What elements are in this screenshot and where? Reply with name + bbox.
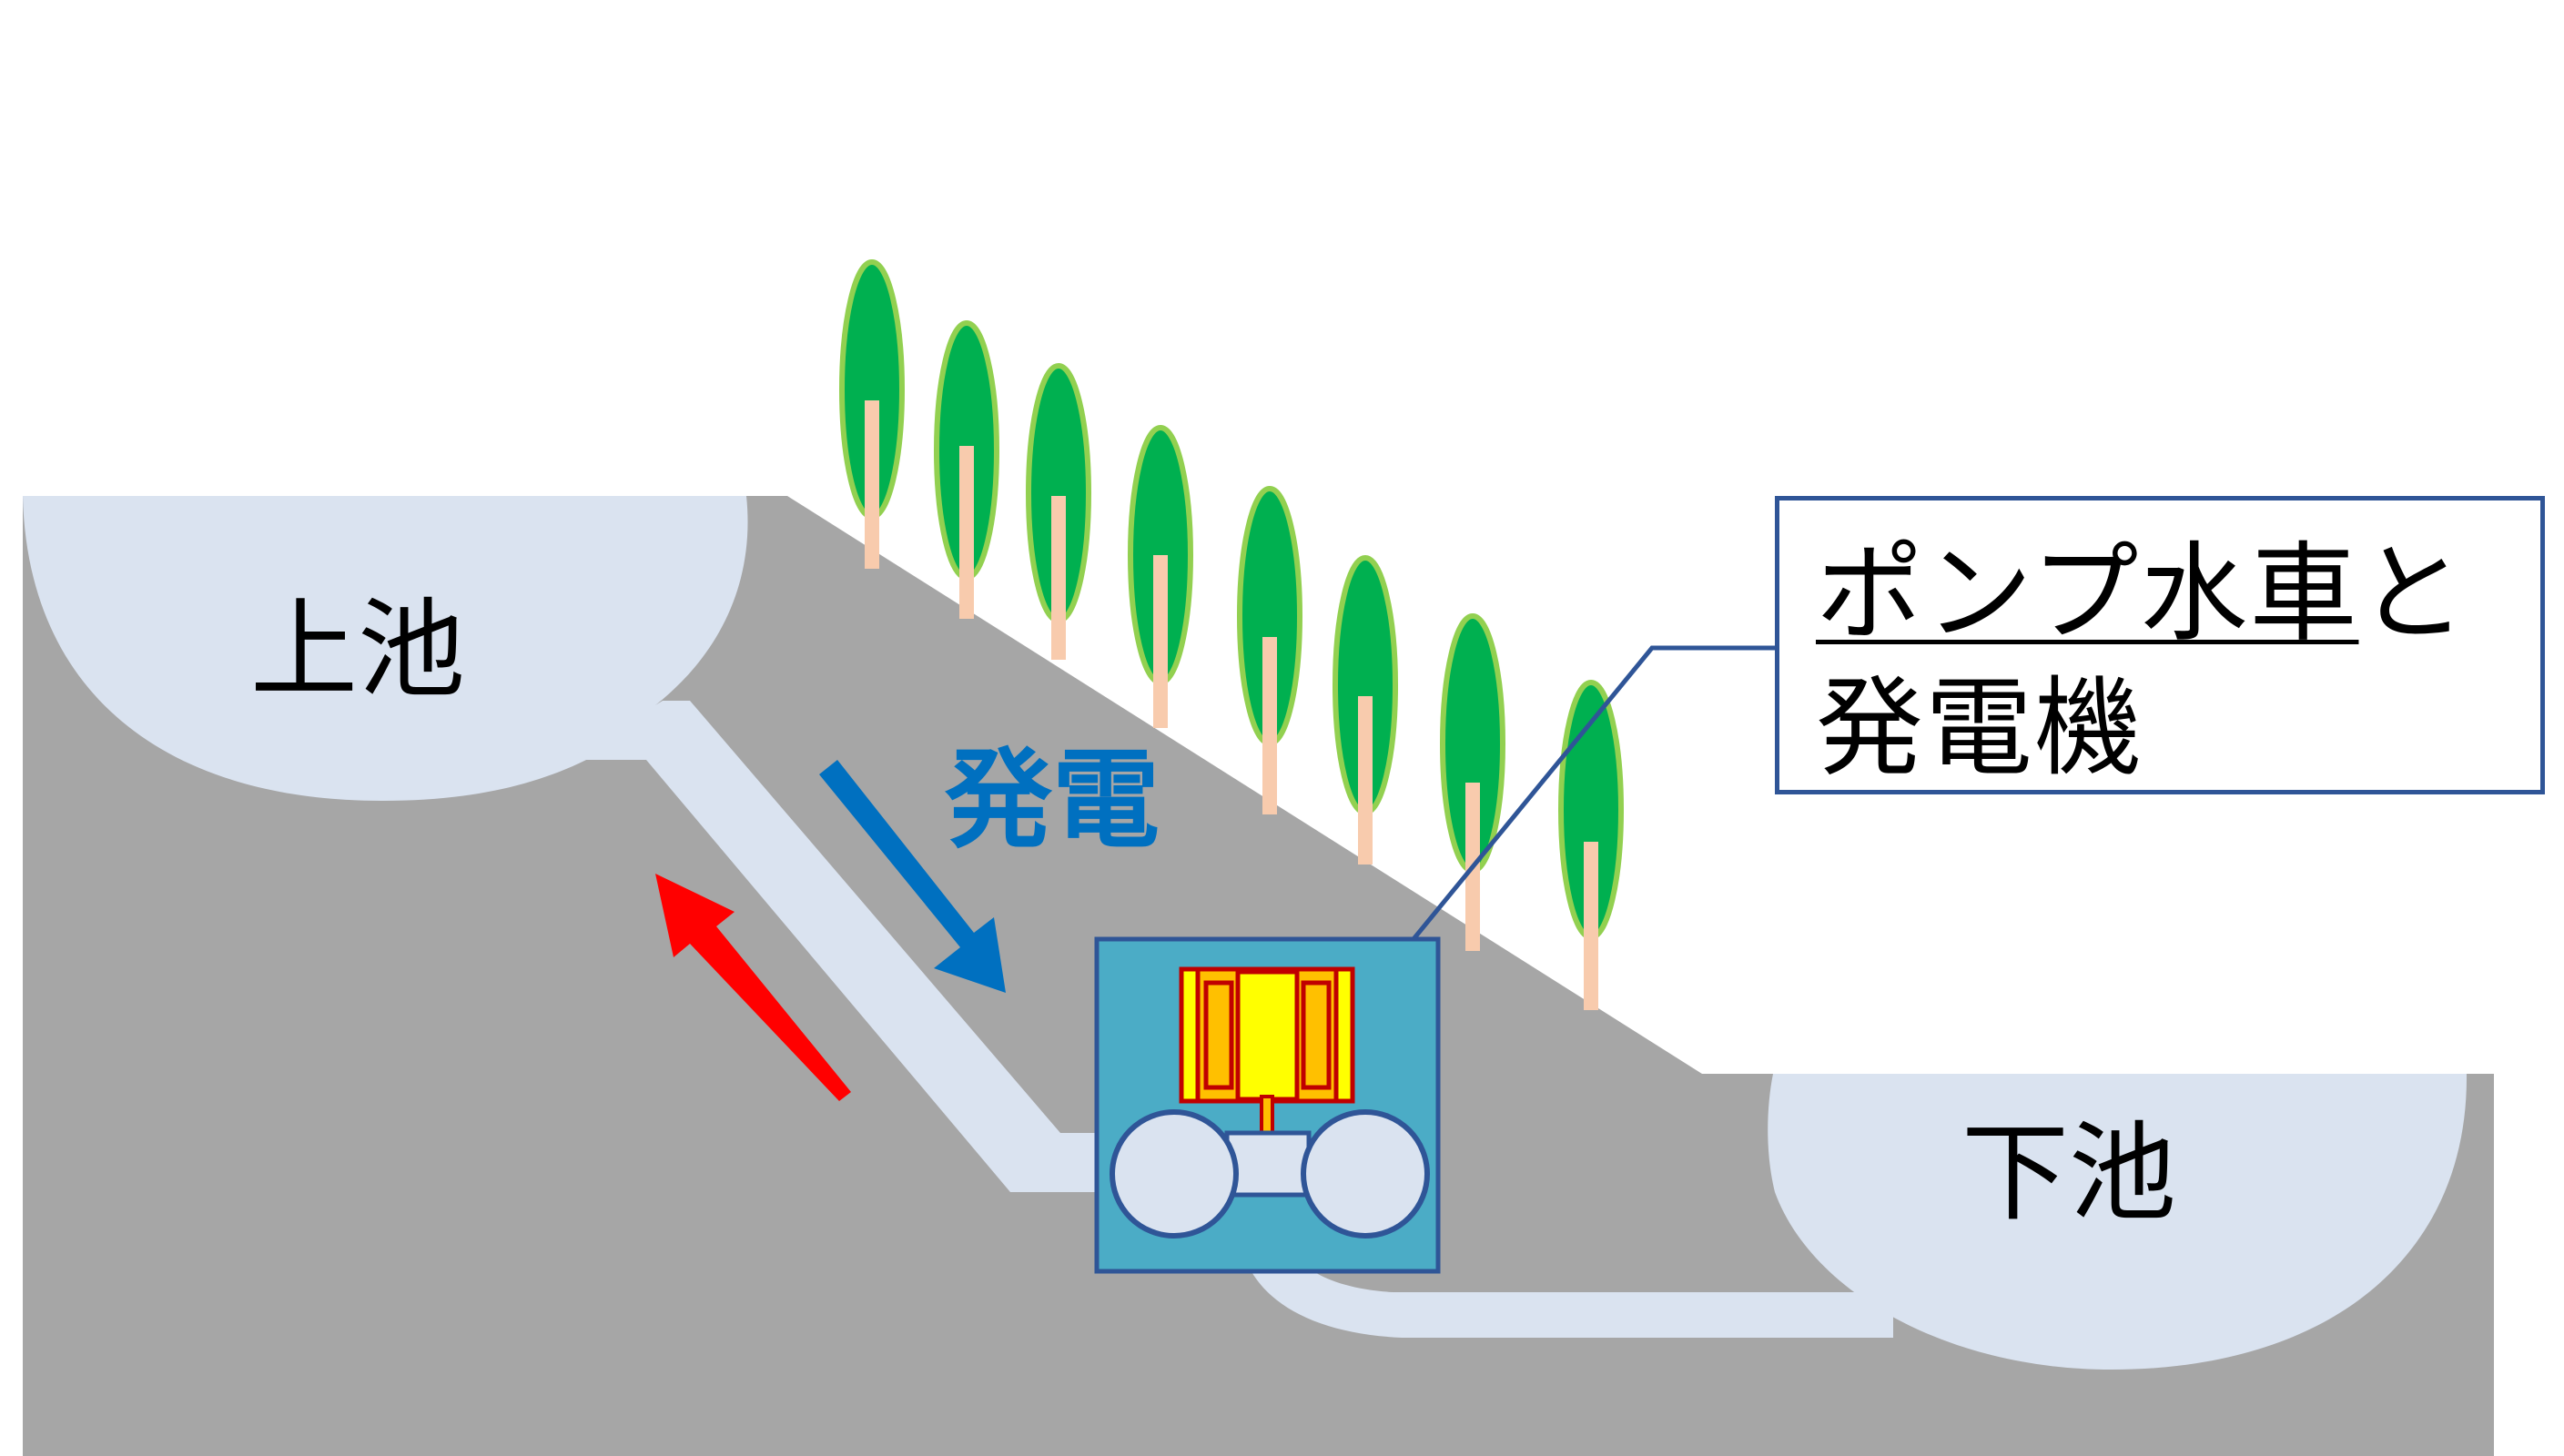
- tree-icon: [934, 320, 999, 619]
- penstock-pipe: [573, 701, 1120, 1192]
- generation-label: 発電: [945, 737, 1160, 863]
- upper-reservoir: [23, 496, 748, 801]
- tree-icon: [1026, 363, 1091, 660]
- tree-icon: [1440, 613, 1505, 951]
- callout-box: ポンプ水車と 発電機: [1775, 496, 2545, 794]
- generation-arrow-icon: [819, 760, 1006, 993]
- pumping-arrow-icon: [655, 874, 851, 1101]
- tree-row: [839, 259, 1624, 1010]
- tailrace-pipe: [1238, 1183, 1893, 1338]
- tree-icon: [839, 259, 905, 569]
- tree-icon: [1558, 680, 1624, 1010]
- generator-icon: [1179, 966, 1355, 1148]
- tree-icon: [1237, 486, 1302, 814]
- tree-icon: [1333, 555, 1398, 864]
- pump-turbine-label: ポンプ水車: [1816, 531, 2359, 656]
- tree-icon: [1128, 425, 1193, 728]
- lower-reservoir-label: 下池: [1961, 1110, 2176, 1236]
- upper-reservoir-label: 上池: [250, 587, 465, 713]
- callout-connector-line: [1391, 645, 1775, 966]
- lower-reservoir: [1768, 1074, 2468, 1370]
- pump-turbine-icon: [1110, 1109, 1430, 1239]
- callout-conjunction: と: [2358, 531, 2468, 656]
- generator-label: 発電機: [1816, 665, 2144, 791]
- callout-line1: ポンプ水車と: [1816, 535, 2540, 652]
